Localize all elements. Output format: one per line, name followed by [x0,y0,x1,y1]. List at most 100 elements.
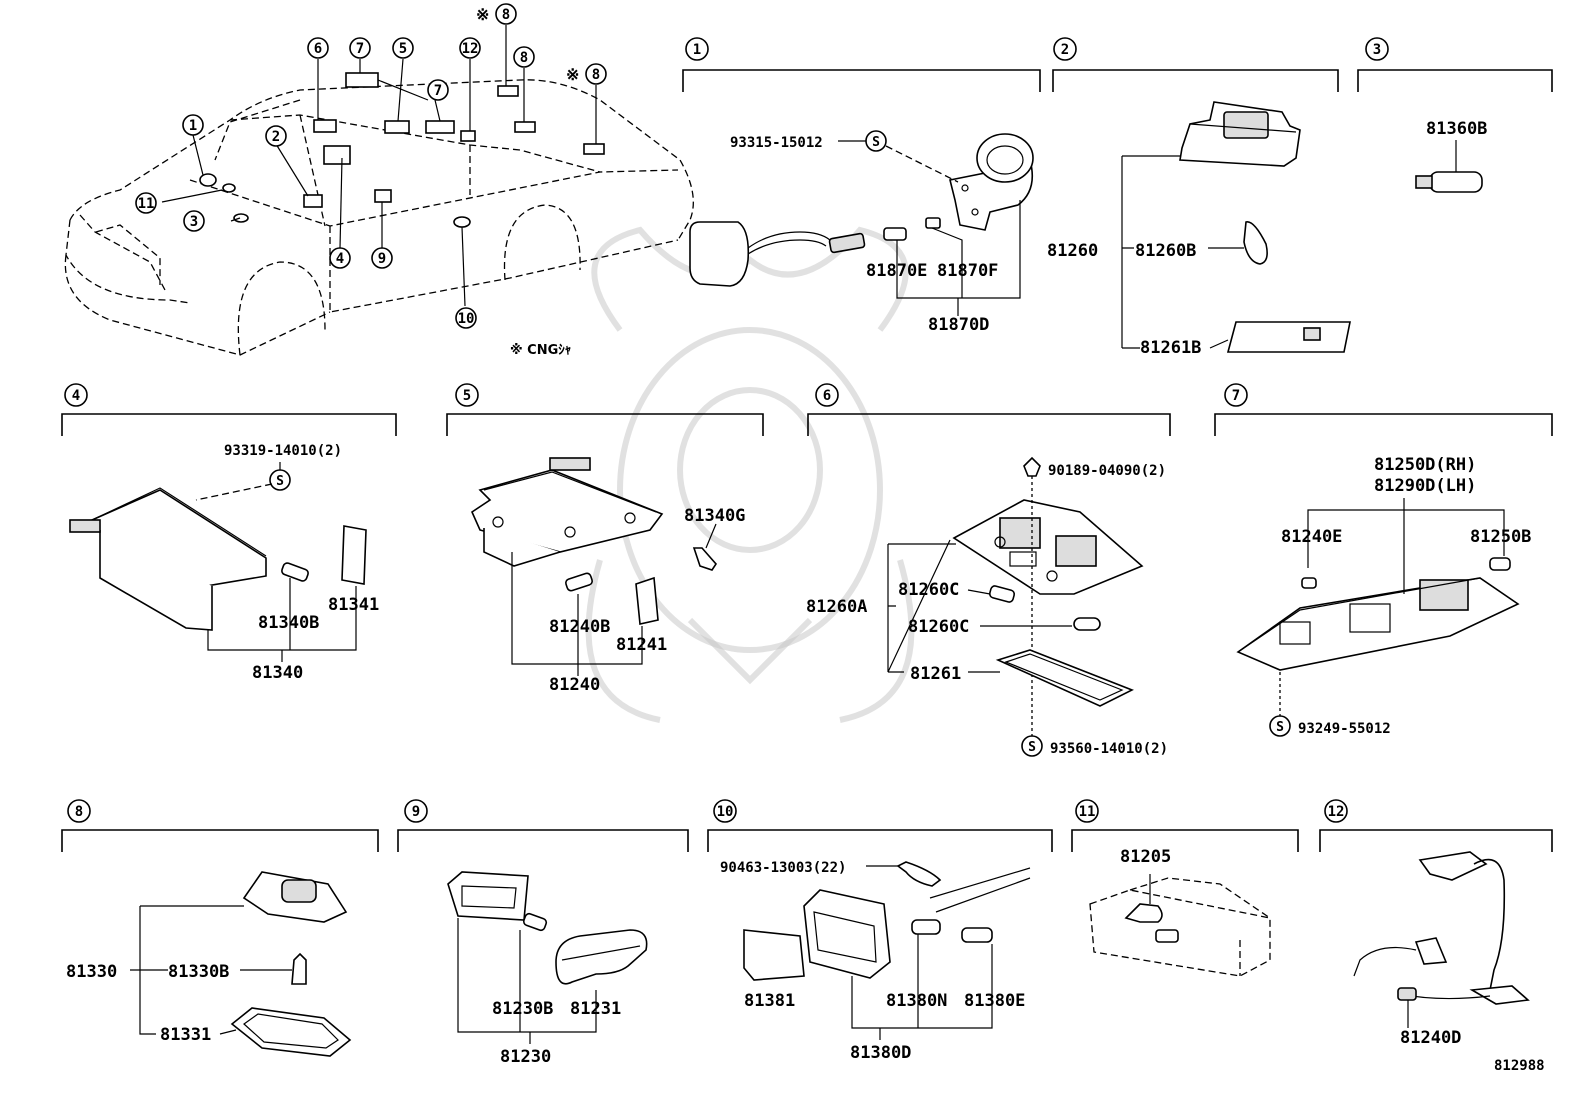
screw-marker: S [872,135,880,150]
section-4-parts [69,462,367,662]
car-callout-4-number: 4 [336,251,344,267]
part-number-label: 81360B [1426,119,1487,139]
part-number-label: 81340G [684,506,745,526]
car-callout-5-number: 5 [399,41,407,57]
section-5-callout-number: 5 [463,388,471,404]
section-3-parts [1415,140,1483,193]
car-callout-11-number: 11 [138,196,155,212]
section-11-parts [1089,874,1271,977]
part-number-label: 93315-15012 [730,135,823,151]
section-2-callout-number: 2 [1061,42,1069,58]
car-part-2 [303,194,323,208]
part-number-label: 81340 [252,663,303,683]
car-callout-8-number: 8 [502,7,510,23]
section-12-parts [1353,851,1530,1028]
watermark-emblem [585,226,915,723]
car-callout-1: 1 [182,114,204,136]
part-number-label: 81381 [744,991,795,1011]
car-callout-2-number: 2 [272,129,280,145]
part-number-label: 81870E [866,261,927,281]
car-part-1 [199,173,217,187]
section-9-callout-number: 9 [412,804,420,820]
section-3-callout: 3 [1365,37,1389,61]
car-part-6 [313,119,337,133]
part-number-label: 81260A [806,597,867,617]
car-callout-12: 12 [459,37,481,59]
section-11-callout-number: 11 [1079,804,1096,820]
part-number-label: 81231 [570,999,621,1019]
section-1-callout: 1 [685,37,709,61]
section-5-callout: 5 [455,383,479,407]
car-callout-8: 8 [513,46,535,68]
car-callout-4: 4 [329,247,351,269]
car-callout-8-number: 8 [592,67,600,83]
car-callout-8: 8 [585,63,607,85]
part-number-label: 81230B [492,999,553,1019]
car-part-8a [497,85,519,97]
car-callout-7: 7 [349,37,371,59]
section-9-parts [447,871,648,1044]
part-number-label: 81260 [1047,241,1098,261]
part-number-label: 81205 [1120,847,1171,867]
section-7-parts [1236,498,1520,737]
part-number-label: 81241 [616,635,667,655]
part-number-label: 81380E [964,991,1025,1011]
car-callout-8: 8 [495,3,517,25]
part-number-label: 81240B [549,617,610,637]
car-part-7a [345,72,379,88]
section-10-callout-number: 10 [717,804,734,820]
section-4-callout: 4 [64,383,88,407]
part-number-label: 81330 [66,962,117,982]
part-number-label: 81240D [1400,1028,1461,1048]
part-number-label: 81230 [500,1047,551,1067]
part-number-label: 81380D [850,1043,911,1063]
cng-note: ※ CNGｼｬ [510,343,571,358]
part-number-label: 81250B [1470,527,1531,547]
drawing-number: 812988 [1494,1058,1545,1074]
part-number-label: 81260C [898,580,959,600]
car-part-8b [514,121,536,133]
car-callout-1-number: 1 [189,118,197,134]
car-part-3 [233,213,249,223]
car-callout-3: 3 [183,210,205,232]
part-number-label: 81260C [908,617,969,637]
part-number-label: 90463-13003(22) [720,860,846,876]
part-number-label: 90189-04090(2) [1048,463,1166,479]
car-part-7b [425,120,455,134]
car-callout-note: ※ [476,5,489,24]
car-callout-11: 11 [135,192,157,214]
car-part-5 [384,120,410,134]
car-callout-5: 5 [392,37,414,59]
car-callout-7-number: 7 [434,83,442,99]
section-9-callout: 9 [404,799,428,823]
section-7-callout-number: 7 [1232,388,1240,404]
car-part-12 [460,130,476,142]
section-12-callout-number: 12 [1328,804,1345,820]
part-number-label: 81240E [1281,527,1342,547]
part-number-label: 81240 [549,675,600,695]
part-number-label: 81341 [328,595,379,615]
car-callout-7-number: 7 [356,41,364,57]
car-callout-3-number: 3 [190,214,198,230]
part-number-label: 81870D [928,315,989,335]
car-callout-10: 10 [455,307,477,329]
car-outline [64,79,694,356]
car-callout-10-number: 10 [458,311,475,327]
part-number-label: 81261 [910,664,961,684]
section-8-callout: 8 [67,799,91,823]
section-5-parts [470,457,718,676]
section-4-callout-number: 4 [72,388,80,404]
section-11-callout: 11 [1075,799,1099,823]
car-callout-12-number: 12 [462,41,479,57]
car-callout-6: 6 [307,37,329,59]
section-1-callout-number: 1 [693,42,701,58]
part-number-label: 81340B [258,613,319,633]
section-12-callout: 12 [1324,799,1348,823]
part-number-label: 81250D(RH) [1374,455,1476,475]
